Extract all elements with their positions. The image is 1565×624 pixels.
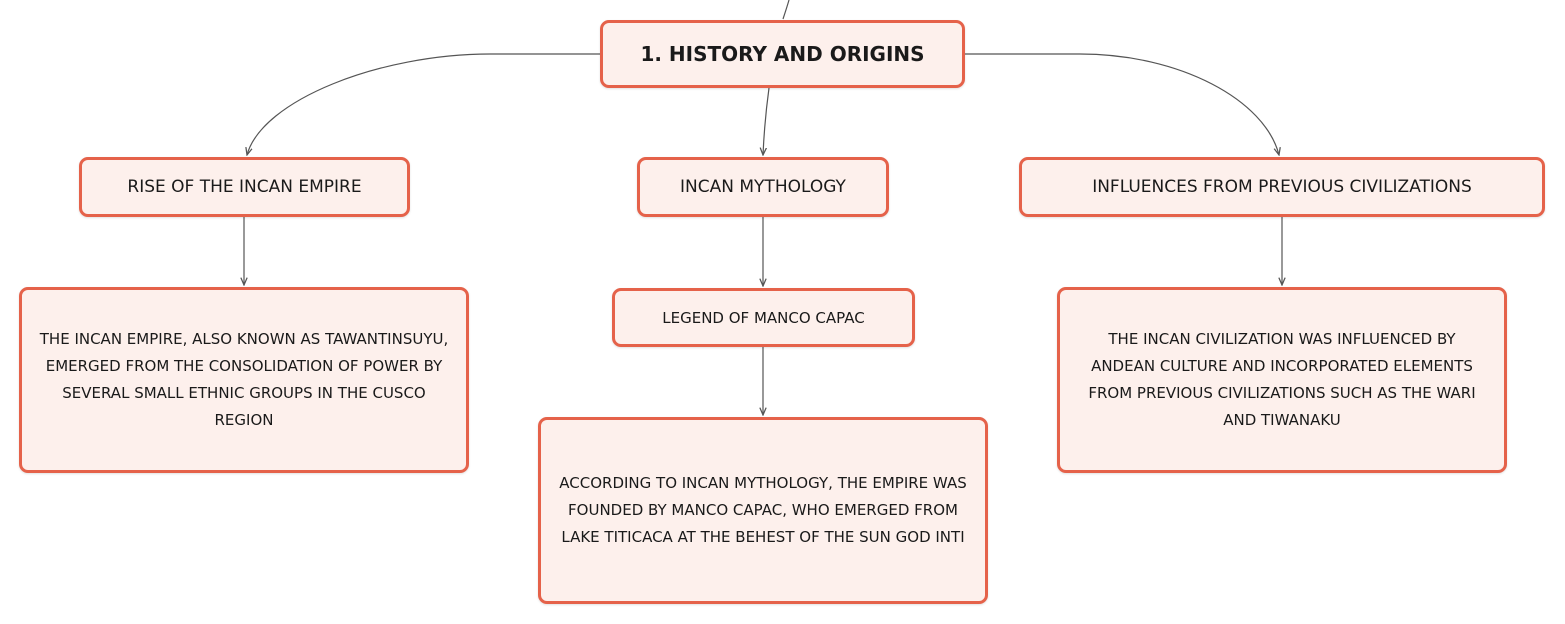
root-node-history-and-origins[interactable]: 1. HISTORY AND ORIGINS bbox=[600, 20, 965, 88]
detail-node-text: ACCORDING TO INCAN MYTHOLOGY, THE EMPIRE… bbox=[559, 474, 967, 546]
sub-node-label: LEGEND OF MANCO CAPAC bbox=[662, 308, 865, 327]
detail-node-text: THE INCAN EMPIRE, ALSO KNOWN AS TAWANTIN… bbox=[39, 330, 449, 429]
branch-node-incan-mythology[interactable]: INCAN MYTHOLOGY bbox=[637, 157, 889, 217]
connector-root-to-influences bbox=[965, 53, 1279, 155]
incoming-connector bbox=[782, 0, 790, 20]
branch-node-label: INCAN MYTHOLOGY bbox=[680, 177, 846, 197]
branch-node-label: RISE OF THE INCAN EMPIRE bbox=[127, 177, 362, 197]
branch-node-influences-from-previous-civilizations[interactable]: INFLUENCES FROM PREVIOUS CIVILIZATIONS bbox=[1019, 157, 1545, 217]
detail-node-previous-civilizations[interactable]: THE INCAN CIVILIZATION WAS INFLUENCED BY… bbox=[1057, 287, 1507, 473]
connector-root-to-mythology bbox=[763, 87, 770, 155]
root-node-label: 1. HISTORY AND ORIGINS bbox=[640, 42, 925, 66]
detail-node-incan-empire-origins[interactable]: THE INCAN EMPIRE, ALSO KNOWN AS TAWANTIN… bbox=[19, 287, 469, 473]
connector-root-to-rise bbox=[247, 53, 600, 155]
detail-node-manco-capac-legend[interactable]: ACCORDING TO INCAN MYTHOLOGY, THE EMPIRE… bbox=[538, 417, 988, 604]
branch-node-rise-of-incan-empire[interactable]: RISE OF THE INCAN EMPIRE bbox=[79, 157, 410, 217]
detail-node-text: THE INCAN CIVILIZATION WAS INFLUENCED BY… bbox=[1088, 330, 1476, 429]
branch-node-label: INFLUENCES FROM PREVIOUS CIVILIZATIONS bbox=[1092, 177, 1472, 197]
sub-node-legend-of-manco-capac[interactable]: LEGEND OF MANCO CAPAC bbox=[612, 288, 915, 347]
